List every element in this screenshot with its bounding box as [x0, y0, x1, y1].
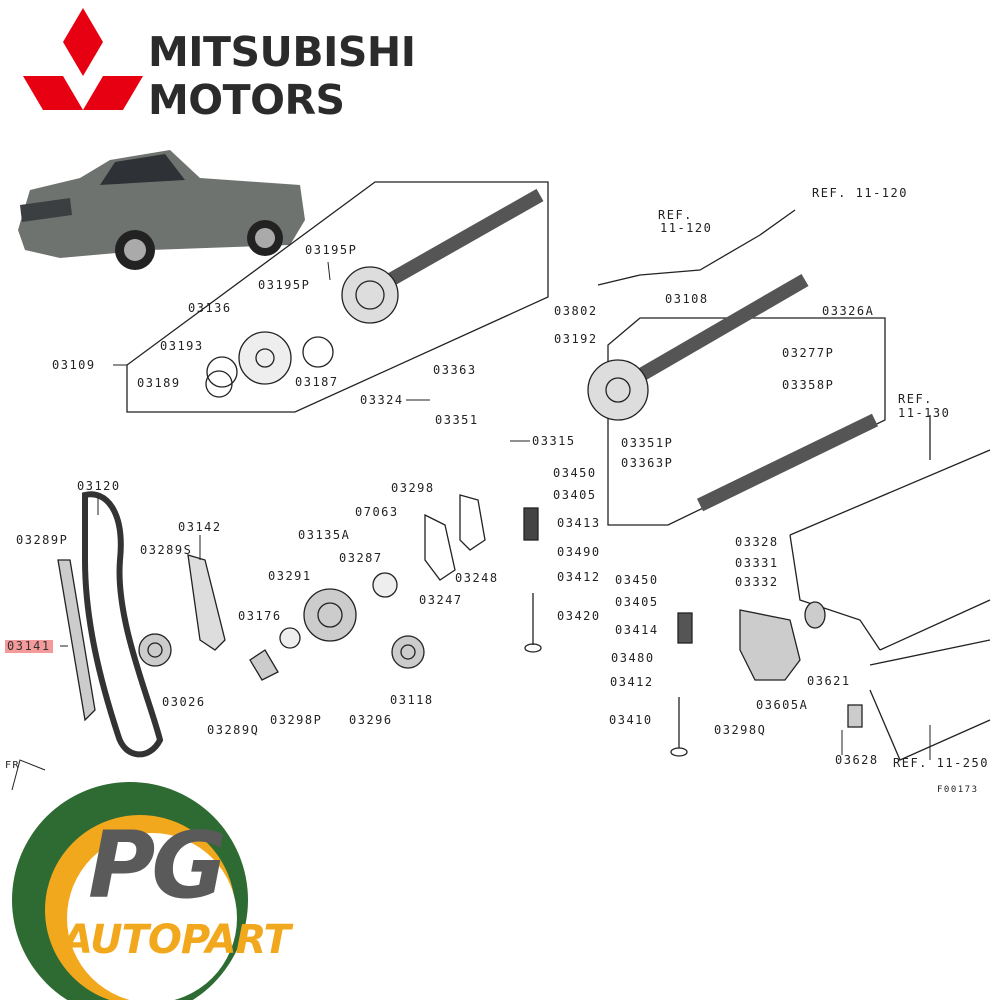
part-label[interactable]: 03363P [621, 456, 674, 470]
front-direction-label: FR [5, 760, 21, 771]
part-label[interactable]: 03363 [433, 363, 477, 377]
ref-label: REF. 11-120 [812, 186, 908, 200]
part-label[interactable]: 03351P [621, 436, 674, 450]
part-label[interactable]: 03289P [16, 533, 69, 547]
part-label[interactable]: 03450 [615, 573, 659, 587]
part-label[interactable]: 03296 [349, 713, 393, 727]
part-label[interactable]: 03332 [735, 575, 779, 589]
part-label[interactable]: 03450 [553, 466, 597, 480]
part-label[interactable]: 03277P [782, 346, 835, 360]
part-label[interactable]: 03405 [615, 595, 659, 609]
part-label[interactable]: 03120 [77, 479, 121, 493]
brand-line-2: MOTORS [148, 76, 345, 124]
part-label[interactable]: 03291 [268, 569, 312, 583]
part-label[interactable]: 03176 [238, 609, 282, 623]
part-label[interactable]: 03358P [782, 378, 835, 392]
ref-label: 11-130 [898, 406, 951, 420]
part-label[interactable]: 03331 [735, 556, 779, 570]
part-label[interactable]: 03298Q [714, 723, 767, 737]
dealer-logo-pg: PG [88, 812, 227, 919]
part-label[interactable]: 03026 [162, 695, 206, 709]
part-label[interactable]: 03136 [188, 301, 232, 315]
part-label[interactable]: 03118 [390, 693, 434, 707]
part-label[interactable]: 03480 [611, 651, 655, 665]
part-label[interactable]: 03412 [610, 675, 654, 689]
part-label[interactable]: 03326A [822, 304, 875, 318]
part-label[interactable]: 03324 [360, 393, 404, 407]
part-label[interactable]: 03193 [160, 339, 204, 353]
dealer-logo-autopart: AUTOPART [62, 917, 291, 963]
part-label[interactable]: 03410 [609, 713, 653, 727]
part-label[interactable]: 03109 [52, 358, 96, 372]
part-label[interactable]: 03490 [557, 545, 601, 559]
part-label-highlighted[interactable]: 03141 [5, 639, 53, 653]
part-label[interactable]: 03195P [305, 243, 358, 257]
ref-label: REF. [658, 208, 693, 222]
part-label[interactable]: 03628 [835, 753, 879, 767]
part-label[interactable]: 03135A [298, 528, 351, 542]
ref-label: REF. 11-250 [893, 756, 989, 770]
part-label[interactable]: 03192 [554, 332, 598, 346]
ref-label: 11-120 [660, 221, 713, 235]
part-label[interactable]: 03247 [419, 593, 463, 607]
part-label[interactable]: 03412 [557, 570, 601, 584]
brand-name: MITSUBISHI MOTORS [148, 28, 416, 124]
part-label[interactable]: 03405 [553, 488, 597, 502]
mitsubishi-logo [23, 8, 143, 110]
part-label[interactable]: 03413 [557, 516, 601, 530]
part-label[interactable]: 03289Q [207, 723, 260, 737]
part-label[interactable]: 03420 [557, 609, 601, 623]
pg-autopart-logo [11, 759, 248, 1000]
part-label[interactable]: 03248 [455, 571, 499, 585]
part-label[interactable]: 03315 [532, 434, 576, 448]
part-label[interactable]: 03195P [258, 278, 311, 292]
diagram-code: F00173 [937, 785, 979, 795]
part-label[interactable]: 03802 [554, 304, 598, 318]
brand-line-1: MITSUBISHI [148, 28, 416, 76]
part-label[interactable]: 03189 [137, 376, 181, 390]
ref-label: REF. [898, 392, 933, 406]
part-label[interactable]: 03108 [665, 292, 709, 306]
part-label[interactable]: 03328 [735, 535, 779, 549]
part-label[interactable]: 03621 [807, 674, 851, 688]
pickup-truck-image [18, 150, 305, 270]
part-label[interactable]: 03298P [270, 713, 323, 727]
part-label[interactable]: 03287 [339, 551, 383, 565]
part-label[interactable]: 07063 [355, 505, 399, 519]
part-label[interactable]: 03605A [756, 698, 809, 712]
part-label[interactable]: 03187 [295, 375, 339, 389]
part-label[interactable]: 03414 [615, 623, 659, 637]
part-label[interactable]: 03142 [178, 520, 222, 534]
part-label[interactable]: 03351 [435, 413, 479, 427]
part-label[interactable]: 03289S [140, 543, 193, 557]
part-label[interactable]: 03298 [391, 481, 435, 495]
